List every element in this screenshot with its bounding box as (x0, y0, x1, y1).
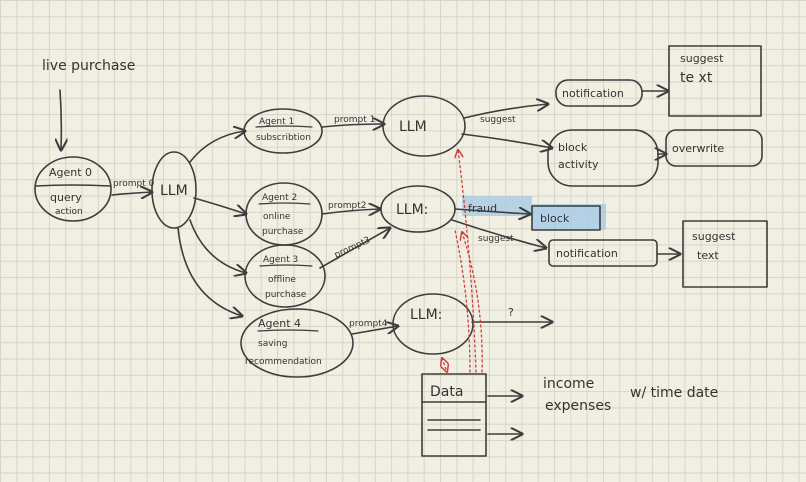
suggest-text2-line1: suggest (692, 230, 736, 243)
suggest-text1-line2: te xt (680, 70, 713, 86)
block-highlight (532, 204, 606, 230)
fraud-arrow (454, 209, 530, 214)
agent3-divider (259, 264, 313, 267)
fraud-label: fraud (468, 202, 497, 215)
llm-main-label: LLM (160, 183, 188, 199)
prompt4-label: prompt4 (349, 319, 388, 329)
prompt3-label: prompt3 (333, 235, 372, 260)
block-activity-line2: activity (558, 158, 599, 171)
notification1-node (555, 79, 643, 107)
expenses-label: expenses (545, 398, 611, 414)
prompt0-arrow (111, 192, 152, 195)
agent3-sub2: purchase (265, 290, 307, 300)
suggest2-label: suggest (478, 234, 514, 244)
branch-agent3-arrow (189, 219, 246, 273)
llm4-data-flow (442, 358, 447, 372)
overwrite-label: overwrite (672, 142, 724, 155)
data-node (421, 373, 487, 457)
block-node (531, 205, 601, 231)
notification2-label: notification (556, 247, 618, 260)
data-to-llm1-flow (458, 150, 477, 373)
llm1-node (382, 95, 466, 157)
agent0-divider (35, 184, 111, 187)
agent1-divider (255, 125, 313, 128)
prompt4-arrow (351, 326, 398, 335)
llm-main-node (151, 151, 197, 229)
notification1-label: notification (562, 87, 624, 100)
llm2-label: LLM: (396, 202, 428, 218)
live-purchase-arrow (60, 89, 61, 150)
branch-agent1-arrow (189, 131, 245, 163)
suggest-text2-line2: text (697, 249, 719, 262)
agent1-node (243, 108, 323, 154)
data-to-llm2-flow (462, 232, 483, 373)
prompt0-label: prompt 0 (113, 179, 155, 189)
notification2-node (548, 239, 658, 267)
agent4-sub1: saving (258, 339, 287, 349)
data-label: Data (430, 384, 463, 400)
suggest2-arrow (451, 219, 546, 248)
agent4-divider (257, 329, 319, 332)
prompt1-label: prompt 1 (334, 115, 375, 125)
unknown-label: ? (508, 306, 514, 319)
agent2-sub2: purchase (262, 227, 304, 237)
agent2-sub1: online (263, 212, 291, 222)
data-to-llm2-flow-b (454, 229, 471, 373)
agent4-node (240, 308, 354, 378)
agent1-title: Agent 1 (259, 117, 294, 127)
block-label: block (540, 212, 570, 225)
data-rows (427, 419, 481, 431)
suggest1-arrow (463, 104, 548, 119)
agent3-sub1: offline (268, 275, 296, 285)
time-date-label: w/ time date (630, 385, 718, 401)
agent0-title: Agent 0 (49, 166, 92, 179)
agent2-title: Agent 2 (262, 193, 297, 203)
live-purchase-label: live purchase (42, 58, 135, 74)
prompt3-arrow (319, 228, 390, 269)
branch-agent4-arrow (177, 227, 242, 316)
agent3-title: Agent 3 (263, 255, 298, 265)
agent0-query: query (50, 191, 82, 204)
llm4-node (392, 293, 474, 355)
overwrite-node (665, 129, 763, 167)
agent0-action: action (55, 207, 83, 217)
suggest-text2-node (682, 220, 768, 288)
agent2-divider (258, 202, 311, 205)
llm4-label: LLM: (410, 307, 442, 323)
suggest-text1-node (668, 45, 762, 117)
prompt2-arrow (321, 209, 380, 214)
prompt2-label: prompt2 (328, 201, 366, 211)
prompt1-arrow (321, 124, 384, 127)
agent4-title: Agent 4 (258, 317, 301, 330)
block-activity-arrow (461, 133, 552, 148)
block-activity-line1: block (558, 141, 588, 154)
agent4-sub2: recommendation (245, 357, 322, 367)
income-label: income (543, 376, 594, 392)
branch-agent2-arrow (193, 197, 246, 214)
suggest1-label: suggest (480, 115, 516, 125)
llm1-label: LLM (399, 119, 427, 135)
agent1-sub: subscribtion (256, 133, 311, 143)
agent0-node (34, 156, 112, 222)
agent3-node (244, 244, 326, 308)
suggest-text1-line1: suggest (680, 52, 724, 65)
